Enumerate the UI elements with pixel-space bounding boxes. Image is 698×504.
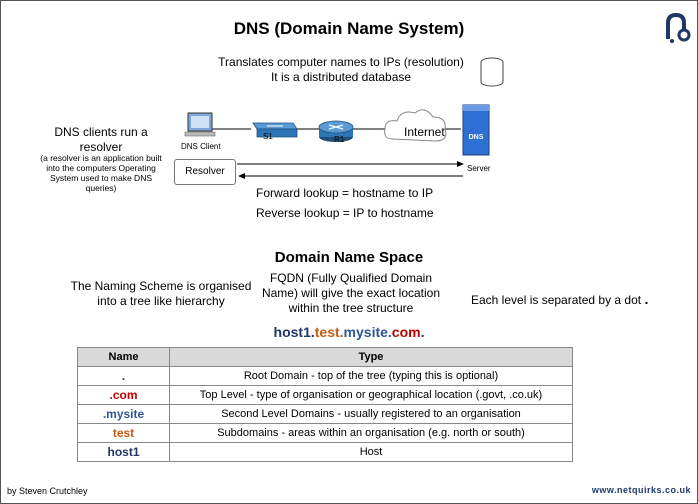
fqdn-line-3: within the tree structure: [288, 301, 414, 315]
resolver-note-line-1: (a resolver is an application built: [40, 153, 162, 163]
computer-icon: [184, 112, 216, 137]
fqdn-root-part: .: [420, 324, 425, 340]
table-row: . Root Domain - top of the tree (typing …: [77, 366, 573, 386]
switch-icon: [252, 122, 298, 138]
clients-title-line-2: resolver: [79, 140, 123, 154]
resolver-note-line-2: into the computers Operating: [46, 163, 156, 173]
row-type-mysite: Second Level Domains - usually registere…: [169, 404, 573, 424]
row-name-com: .com: [77, 385, 170, 405]
row-type-com: Top Level - type of organisation or geog…: [169, 385, 573, 405]
each-level-dot: .: [644, 291, 649, 307]
subtitle-line-2: It is a distributed database: [270, 70, 412, 84]
clients-title-line-1: DNS clients run a: [54, 125, 148, 139]
resolver-note-line-4: queries): [85, 183, 117, 193]
row-name-mysite: .mysite: [77, 404, 170, 424]
row-name-test: test: [77, 423, 170, 443]
router-icon: [318, 120, 354, 142]
row-name-root: .: [77, 366, 170, 386]
forward-lookup-text: Forward lookup = hostname to IP: [256, 186, 434, 200]
router-label: R1: [334, 135, 345, 144]
resolver-note: (a resolver is an application built into…: [29, 153, 173, 193]
table-header-row: Name Type: [77, 347, 573, 367]
dns-server-icon: [462, 104, 490, 156]
author-credit: by Steven Crutchley: [7, 486, 88, 496]
page-title: DNS (Domain Name System): [233, 19, 465, 38]
fqdn-mysite-part: mysite.: [343, 324, 392, 340]
clients-resolver-title: DNS clients run a resolver: [31, 125, 171, 155]
website-link[interactable]: www.netquirks.co.uk: [591, 485, 691, 495]
resolver-note-line-3: System used to make DNS: [49, 173, 153, 183]
client-label: DNS Client: [181, 142, 221, 151]
reverse-lookup-text: Reverse lookup = IP to hostname: [256, 206, 434, 220]
row-type-test: Subdomains - areas within an organisatio…: [169, 423, 573, 443]
internet-cloud-icon: [384, 109, 447, 142]
header-name: Name: [77, 347, 170, 367]
resolver-box: Resolver: [174, 159, 236, 185]
fqdn-text: FQDN (Fully Qualified Domain Name) will …: [251, 271, 451, 316]
row-name-host: host1: [77, 442, 170, 462]
each-level-label: Each level is separated by a dot: [471, 293, 642, 307]
fqdn-test-part: test.: [314, 324, 344, 340]
naming-line-1: The Naming Scheme is organised: [70, 279, 252, 293]
table-row: test Subdomains - areas within an organi…: [77, 423, 573, 443]
subtitle: Translates computer names to IPs (resolu…: [191, 55, 491, 85]
each-level-text: Each level is separated by a dot .: [471, 291, 691, 307]
domain-levels-table: Name Type . Root Domain - top of the tre…: [77, 347, 573, 462]
naming-line-2: into a tree like hierarchy: [97, 294, 225, 308]
row-type-host: Host: [169, 442, 573, 462]
fqdn-host-part: host1.: [273, 324, 315, 340]
lookup-arrows: [237, 161, 464, 179]
server-dns-label: DNS: [469, 134, 484, 141]
fqdn-line-2: Name) will give the exact location: [261, 286, 441, 300]
fqdn-line-1: FQDN (Fully Qualified Domain: [269, 271, 433, 285]
table-row: host1 Host: [77, 442, 573, 462]
domain-name-space-title: Domain Name Space: [274, 249, 424, 266]
netquirks-logo-icon: [666, 12, 691, 43]
subtitle-line-1: Translates computer names to IPs (resolu…: [218, 55, 464, 69]
database-icon: [480, 57, 504, 87]
fqdn-com-part: com: [391, 324, 421, 340]
network-diagram: DNS: [184, 104, 490, 156]
example-fqdn: host1.test.mysite.com.: [1, 324, 697, 340]
table-row: .com Top Level - type of organisation or…: [77, 385, 573, 405]
internet-label: Internet: [404, 125, 445, 139]
table-row: .mysite Second Level Domains - usually r…: [77, 404, 573, 424]
naming-scheme-text: The Naming Scheme is organised into a tr…: [51, 279, 271, 309]
row-type-root: Root Domain - top of the tree (typing th…: [169, 366, 573, 386]
header-type: Type: [169, 347, 573, 367]
server-label: Server: [467, 164, 491, 173]
switch-label: S1: [263, 132, 273, 141]
